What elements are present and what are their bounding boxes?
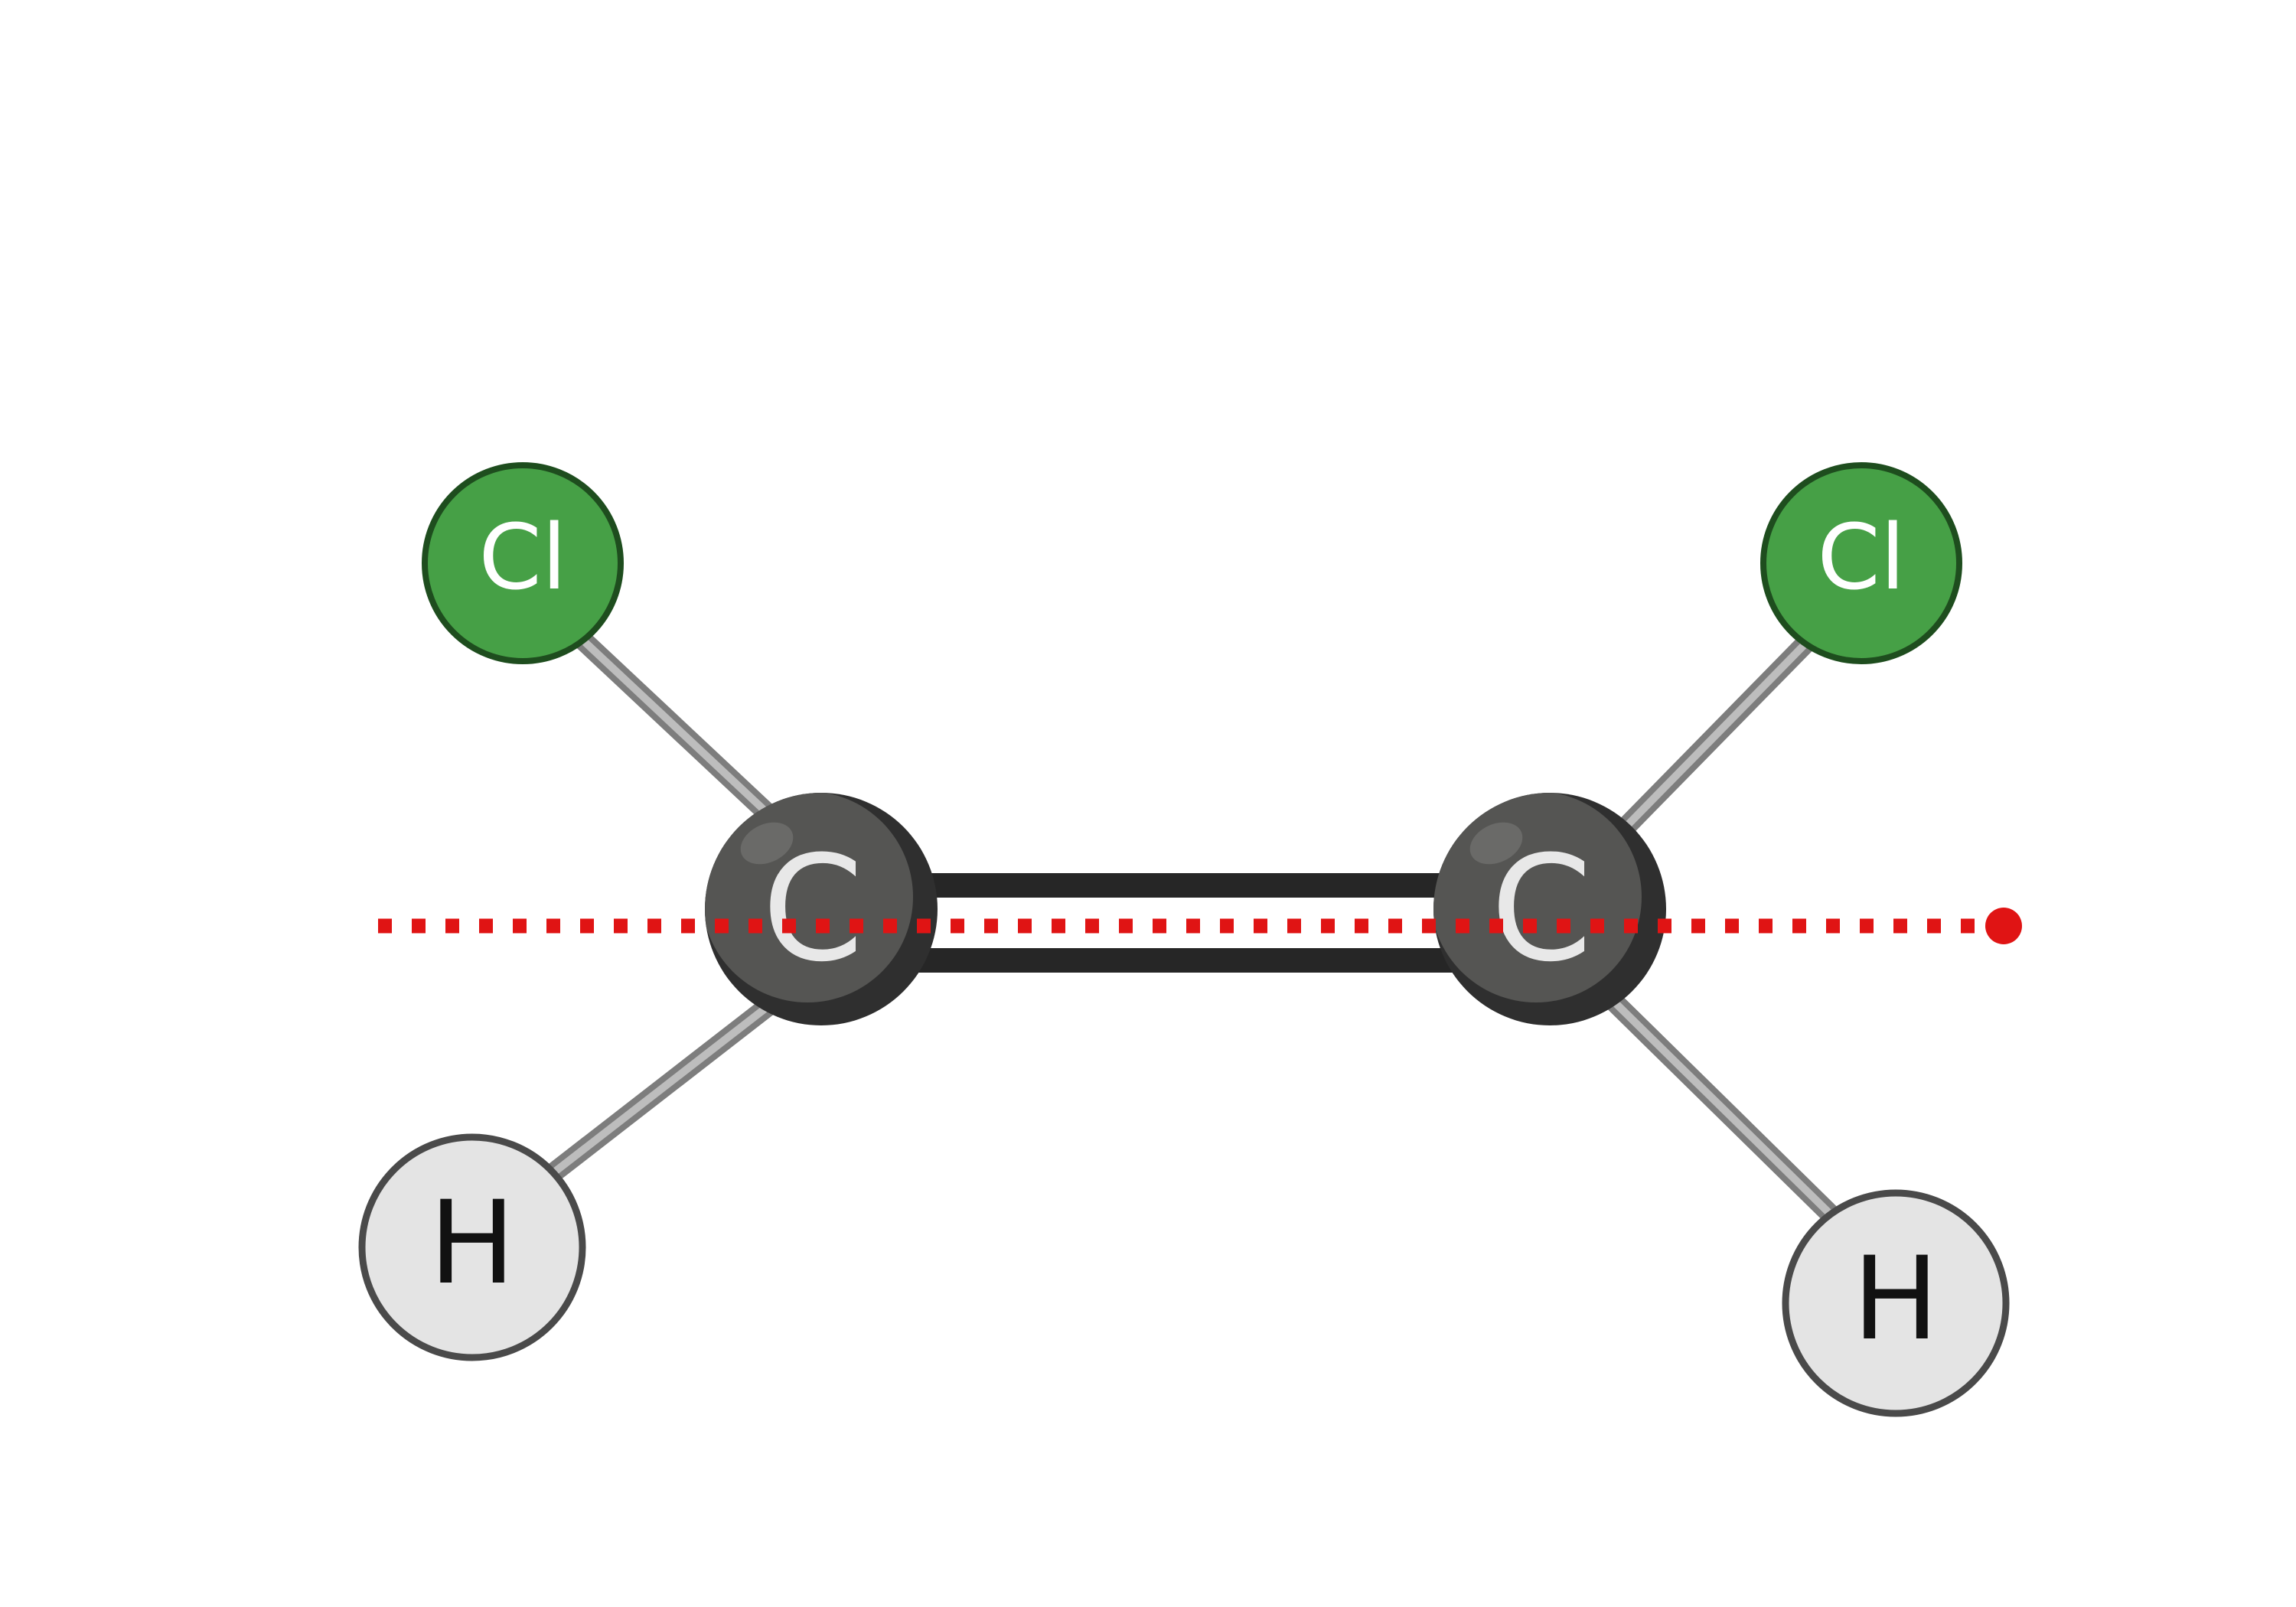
atom-c-left: C [705, 793, 938, 1025]
atom-h-right-label: H [1853, 1233, 1939, 1366]
bond-c-cl-left [572, 629, 775, 821]
atom-c-right-label: C [1491, 825, 1593, 994]
atom-c-left-label: C [762, 825, 864, 994]
bond-c-h-left [541, 993, 783, 1185]
atom-c-right: C [1433, 793, 1666, 1025]
axis-end-dot [1985, 908, 2022, 944]
atom-cl-left: Cl [422, 462, 624, 664]
atom-cl-right-label: Cl [1817, 504, 1905, 610]
double-bond-c-c [880, 873, 1500, 973]
atom-h-left-label: H [429, 1177, 516, 1310]
atom-cl-left-label: Cl [478, 504, 566, 610]
axis-line [378, 908, 2022, 944]
atom-cl-right: Cl [1760, 462, 1962, 664]
bond-c-h-right [1605, 993, 1843, 1227]
single-bonds [541, 629, 1843, 1227]
atom-h-right: H [1782, 1189, 2010, 1417]
bond-c-cl-right [1613, 629, 1820, 840]
atom-h-left: H [358, 1133, 586, 1361]
